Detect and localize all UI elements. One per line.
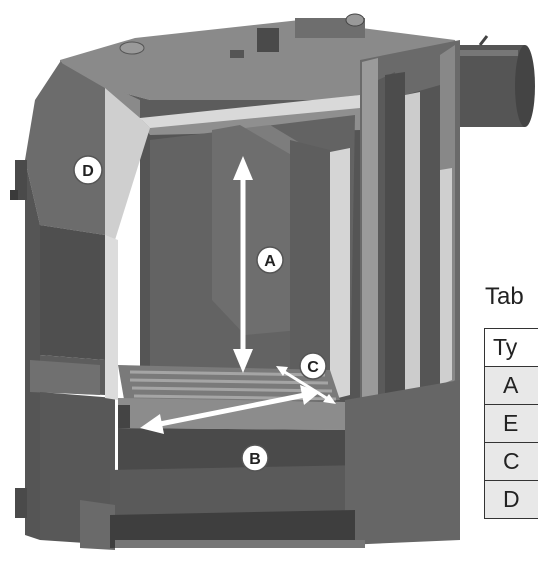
badge-a-icon: A <box>257 247 283 273</box>
table-header-row: Ty <box>485 329 538 367</box>
badge-d-icon: D <box>74 156 102 184</box>
label-c: C <box>307 359 319 376</box>
label-b: B <box>249 451 261 468</box>
table-row: C <box>485 443 538 481</box>
table-row: D <box>485 481 538 519</box>
badge-b-icon: B <box>242 445 268 471</box>
flue-pipe <box>455 36 535 127</box>
dimension-table: Ty A E C D <box>484 328 538 519</box>
label-a: A <box>264 253 276 270</box>
table-row: A <box>485 367 538 405</box>
table-title: Tab <box>485 283 524 311</box>
table-row: E <box>485 405 538 443</box>
table-cell: A <box>485 367 538 405</box>
label-d: D <box>82 163 94 180</box>
table-cell: E <box>485 405 538 443</box>
table-cell: D <box>485 481 538 519</box>
table-cell: C <box>485 443 538 481</box>
table-header-cell: Ty <box>485 329 538 367</box>
badge-c-icon: C <box>300 353 326 379</box>
